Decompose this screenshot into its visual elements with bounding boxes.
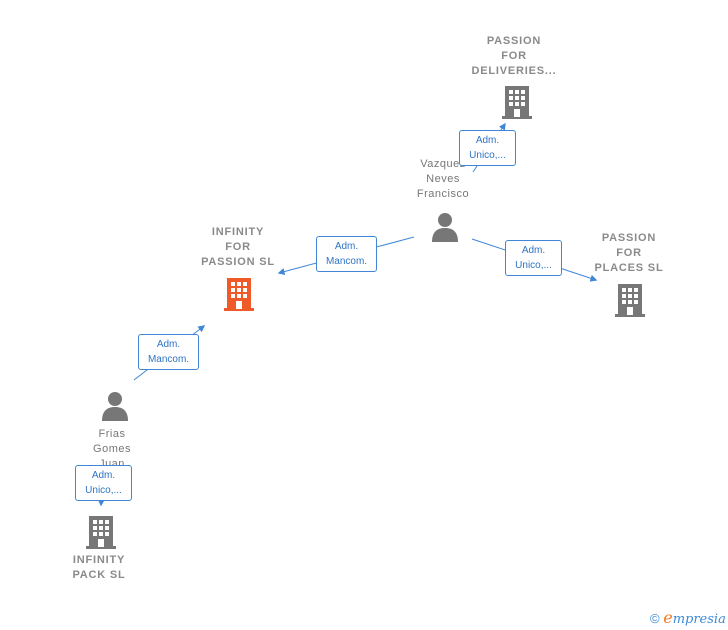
- node-frias-gomes-juan-label: Frias Gomes Juan: [72, 427, 152, 467]
- node-infinity-for-passion-label: INFINITY FOR PASSION SL: [186, 225, 290, 270]
- label-line: PASSION: [486, 35, 542, 47]
- label-line: Vazquez: [420, 158, 466, 170]
- label-line: PASSION SL: [201, 256, 275, 268]
- edge-label-line: Adm.: [521, 245, 546, 256]
- label-line: Juan: [99, 458, 125, 467]
- edge-label-line: Adm.: [156, 339, 181, 350]
- label-line: PACK SL: [72, 569, 126, 581]
- label-line: PLACES SL: [594, 262, 664, 274]
- label-line: Francisco: [416, 188, 470, 200]
- node-passion-for-deliveries-label: PASSION FOR DELIVERIES...: [466, 34, 562, 79]
- brand-name: mpresia: [672, 612, 726, 627]
- label-line: Neves: [426, 173, 460, 185]
- brand-initial: e: [663, 608, 673, 627]
- edge-label-line: Mancom.: [325, 256, 368, 267]
- edge-label-vazquez-deliveries[interactable]: Adm. Unico,...: [459, 130, 516, 166]
- building-icon[interactable]: [85, 514, 117, 550]
- edge-label-frias-pack[interactable]: Adm. Unico,...: [75, 465, 132, 501]
- edge-label-vazquez-infinity[interactable]: Adm. Mancom.: [316, 236, 377, 272]
- edge-label-line: Mancom.: [147, 354, 190, 365]
- copyright-icon: ©: [650, 611, 660, 626]
- person-icon[interactable]: [100, 390, 130, 422]
- building-icon-main[interactable]: [223, 276, 255, 312]
- person-icon[interactable]: [430, 211, 460, 243]
- edge-label-vazquez-places[interactable]: Adm. Unico,...: [505, 240, 562, 276]
- building-icon[interactable]: [501, 84, 533, 120]
- node-passion-for-places-label: PASSION FOR PLACES SL: [584, 231, 674, 276]
- building-icon[interactable]: [614, 282, 646, 318]
- edge-label-line: Adm.: [334, 241, 359, 252]
- label-line: DELIVERIES...: [471, 65, 557, 77]
- label-line: PASSION: [601, 232, 657, 244]
- label-line: FOR: [501, 50, 527, 62]
- edge-label-frias-infinity[interactable]: Adm. Mancom.: [138, 334, 199, 370]
- brand-watermark: © empresia: [650, 608, 726, 627]
- label-line: INFINITY: [72, 554, 126, 566]
- node-vazquez-neves-francisco-label: Vazquez Neves Francisco: [398, 157, 488, 202]
- label-line: Gomes: [93, 443, 131, 455]
- label-line: FOR: [225, 241, 251, 253]
- edge-label-line: Adm.: [475, 135, 500, 146]
- edge-label-line: Unico,...: [469, 150, 506, 161]
- edge-label-line: Adm.: [91, 470, 116, 481]
- edge-label-line: Unico,...: [85, 485, 122, 496]
- node-infinity-pack-label: INFINITY PACK SL: [58, 553, 140, 583]
- label-line: Frias: [98, 428, 126, 440]
- label-line: INFINITY: [211, 226, 265, 238]
- label-line: FOR: [616, 247, 642, 259]
- edge-label-line: Unico,...: [515, 260, 552, 271]
